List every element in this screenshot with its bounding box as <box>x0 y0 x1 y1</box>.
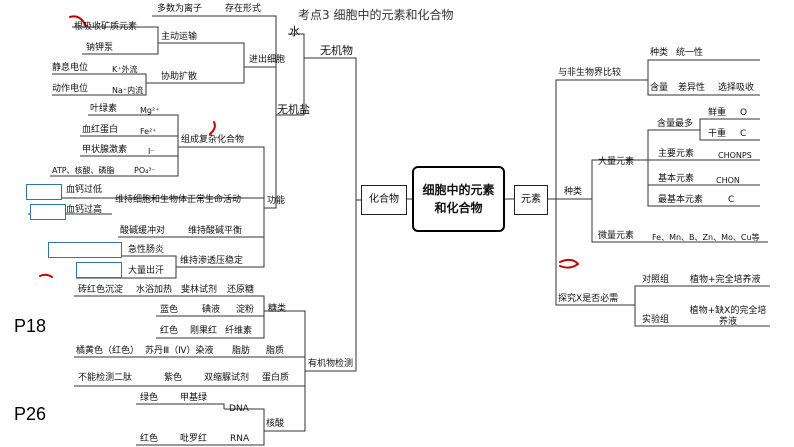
kind-text: 种类 <box>650 48 669 58</box>
chlorophyll-right: Mg²⁺ <box>140 106 160 115</box>
resting-left: 静息电位 <box>52 63 89 73</box>
chlorophyll-left: 叶绿素 <box>90 104 118 114</box>
fat-row-1: 橘黄色（红色） <box>76 346 140 356</box>
action-right: Na⁺内流 <box>112 86 144 95</box>
thyroxine-right: I⁻ <box>148 147 155 156</box>
atp-left: ATP、核酸、磷脂 <box>52 166 115 175</box>
osmotic-node: 维持渗透压稳定 <box>180 256 244 266</box>
experiment-right: 植物+缺X的完全培养液 <box>689 306 767 327</box>
fat-node: 脂质 <box>266 346 285 356</box>
main-right: CHONPS <box>718 151 752 160</box>
sugar-result-4: 还原糖 <box>227 285 255 295</box>
sugar-node: 糖类 <box>268 304 287 314</box>
rna-row-1: 红色 <box>140 434 159 444</box>
trace-right: Fe、Mn、B、Zn、Mo、Cu等 <box>652 233 760 242</box>
basic-right: CHON <box>716 176 740 185</box>
protein-row-2: 紫色 <box>164 373 183 383</box>
compound-node: 化合物 <box>361 185 407 215</box>
answer-blank-1[interactable] <box>26 184 62 200</box>
most-basic-right: C <box>728 195 735 205</box>
main-left: 主要元素 <box>658 149 695 159</box>
cellulose-2: 刚果红 <box>190 326 218 336</box>
acid-base-node: 维持酸碱平衡 <box>188 226 243 236</box>
central-topic: 细胞中的元素 和化合物 <box>412 166 505 232</box>
organic-test-node: 有机物检测 <box>308 359 354 369</box>
protein-row-1: 不能检测二肽 <box>78 373 133 383</box>
cellulose-3: 纤维素 <box>225 326 253 336</box>
dry-left: 干重 <box>708 129 727 139</box>
page-mark-p18: P18 <box>14 316 47 336</box>
difference-text: 差异性 <box>678 83 706 93</box>
salt-node: 无机盐 <box>277 103 310 116</box>
sweat-text: 大量出汗 <box>128 266 165 276</box>
dry-right: C <box>740 129 747 139</box>
sugar-result-2: 水浴加热 <box>136 285 173 295</box>
answer-blank-3[interactable] <box>48 242 122 258</box>
water-node: 水 <box>289 25 300 38</box>
fat-row-3: 脂肪 <box>232 346 251 356</box>
nucleic-node: 核酸 <box>266 419 285 429</box>
salt-form-right: 存在形式 <box>225 4 262 14</box>
action-left: 动作电位 <box>52 84 89 94</box>
fresh-right: O <box>740 108 748 118</box>
facilitated-node: 协助扩散 <box>161 72 198 82</box>
control-left: 对照组 <box>642 275 670 285</box>
resting-right: K⁺外流 <box>112 65 138 74</box>
dna-row-1: 绿色 <box>140 393 159 403</box>
hemoglobin-right: Fe²⁺ <box>140 127 157 136</box>
trace-left: 微量元素 <box>598 231 635 241</box>
selective-text: 选择吸收 <box>718 83 755 93</box>
element-node: 元素 <box>514 185 548 215</box>
page-mark-p26: P26 <box>14 404 47 424</box>
fresh-left: 鲜重 <box>708 108 727 118</box>
experiment-left: 实验组 <box>642 315 670 325</box>
rna-row-2: 吡罗红 <box>180 434 208 444</box>
rna-node: RNA <box>230 434 250 444</box>
sugar-result-3: 斐林试剂 <box>181 285 218 295</box>
fat-row-2: 苏丹Ⅲ（Ⅳ）染液 <box>145 346 214 356</box>
gastro-text: 急性肠炎 <box>128 245 165 255</box>
protein-node: 蛋白质 <box>262 373 290 383</box>
enter-cell-node: 进出细胞 <box>249 55 286 65</box>
calcium-high-text: 血钙过高 <box>66 205 103 215</box>
complex-node: 组成复杂化合物 <box>181 135 245 145</box>
dna-row-2: 甲基绿 <box>180 393 208 403</box>
protein-row-3: 双缩脲试剂 <box>204 373 250 383</box>
function-node: 功能 <box>267 196 286 206</box>
buffer-text: 酸碱缓冲对 <box>120 226 166 236</box>
unity-text: 统一性 <box>676 48 704 58</box>
atp-right: PO₄³⁻ <box>134 166 156 175</box>
page-title: 考点3 细胞中的元素和化合物 <box>298 8 454 22</box>
calcium-low-text: 血钙过低 <box>66 185 103 195</box>
starch-1: 蓝色 <box>160 305 179 315</box>
starch-2: 碘液 <box>202 305 221 315</box>
control-right: 植物+完全培养液 <box>690 275 761 285</box>
basic-left: 基本元素 <box>658 174 695 184</box>
inorganic-node: 无机物 <box>320 44 353 57</box>
thyroxine-left: 甲状腺激素 <box>82 145 128 155</box>
answer-blank-2[interactable] <box>30 204 66 220</box>
pen-annotations <box>39 15 580 278</box>
most-basic-left: 最基本元素 <box>658 195 704 205</box>
major-node: 大量元素 <box>598 157 635 167</box>
answer-blank-4[interactable] <box>76 262 122 278</box>
salt-form-left: 多数为离子 <box>157 4 203 14</box>
maintain-life-node: 维持细胞和生物体正常生命活动 <box>115 195 242 205</box>
explore-node: 探究X是否必需 <box>558 294 619 304</box>
most-node: 含量最多 <box>657 119 694 129</box>
dna-node: DNA <box>229 404 249 414</box>
sugar-result-1: 砖红色沉淀 <box>78 285 124 295</box>
hemoglobin-left: 血红蛋白 <box>82 125 119 135</box>
compare-node: 与非生物界比较 <box>558 68 622 78</box>
types-node: 种类 <box>564 187 583 197</box>
active-transport-node: 主动运输 <box>161 32 198 42</box>
starch-3: 淀粉 <box>236 305 255 315</box>
amount-text: 含量 <box>650 83 669 93</box>
na-k-pump-text: 钠钾泵 <box>86 43 114 53</box>
cellulose-1: 红色 <box>160 326 179 336</box>
root-absorb-text: 根吸收矿质元素 <box>74 22 138 32</box>
